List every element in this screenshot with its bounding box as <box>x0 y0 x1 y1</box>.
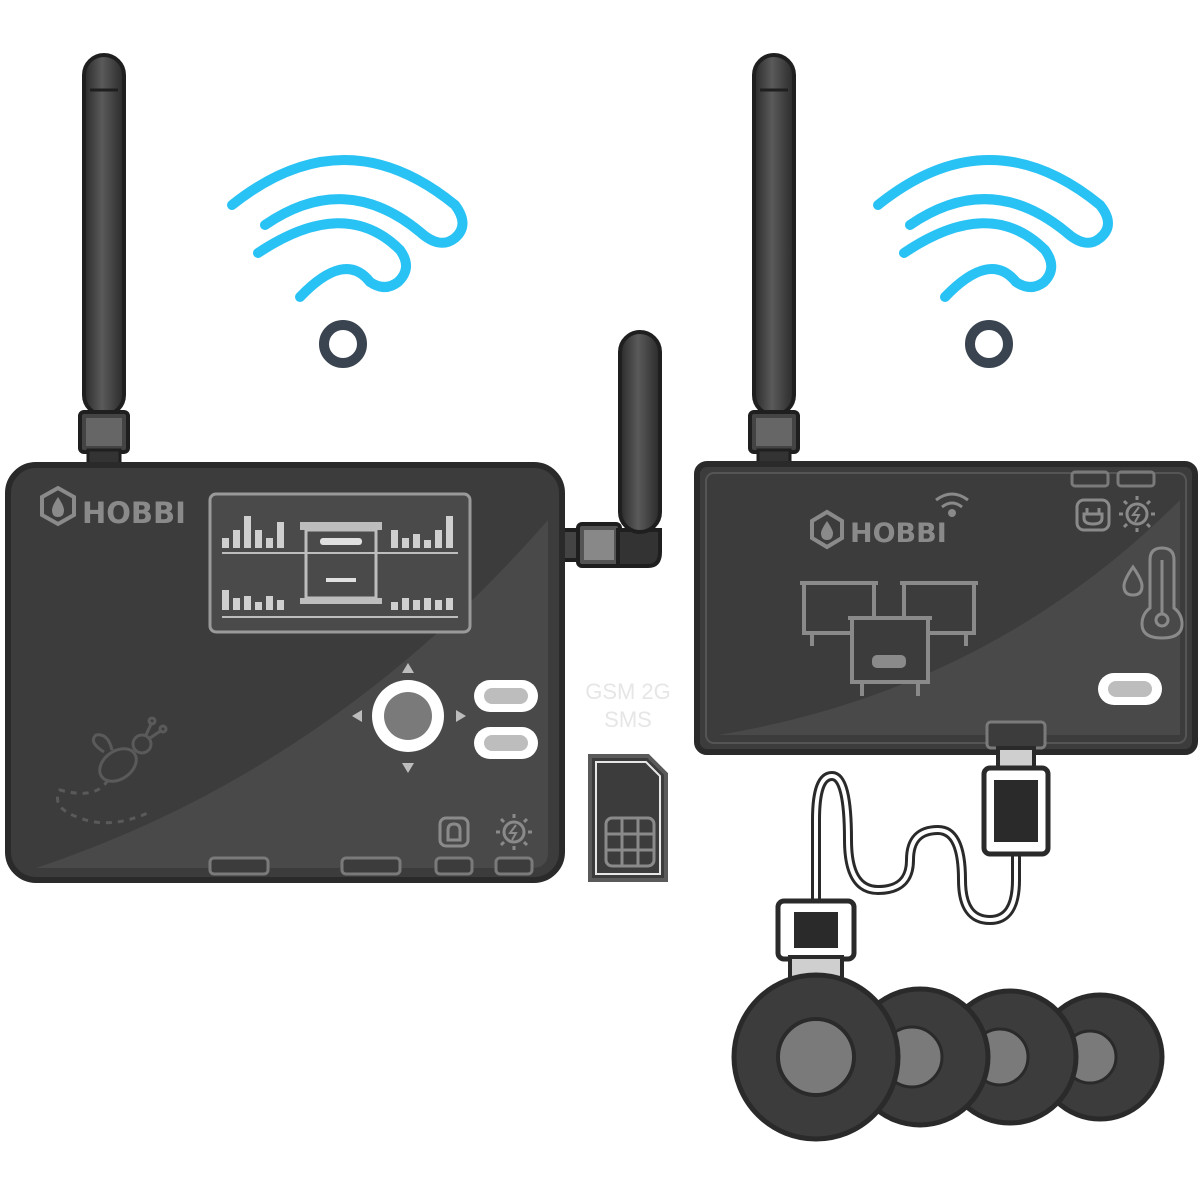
gateway-joystick[interactable] <box>352 663 466 773</box>
humidity-thermometer-icon <box>1122 546 1184 640</box>
bee-icon <box>56 716 168 825</box>
arrow-up-icon[interactable] <box>402 663 414 673</box>
sensor-plug <box>775 898 857 985</box>
gateway-indicators <box>438 814 532 850</box>
node-logo: HOBBI <box>810 492 969 550</box>
node-device <box>694 461 1198 755</box>
wifi-icon-right <box>873 155 1113 368</box>
solar-icon <box>496 814 532 850</box>
node-brand: HOBBI <box>850 518 947 549</box>
wifi-icon-left <box>227 155 468 368</box>
arrow-right-icon[interactable] <box>456 710 466 722</box>
beehives-icon <box>800 581 978 696</box>
node-indicators <box>1075 496 1184 640</box>
usb-connector-icon <box>981 746 1051 857</box>
gateway-buttons <box>474 680 538 759</box>
power-lock-icon <box>438 816 470 848</box>
sms-label: SMS <box>604 707 652 732</box>
gsm-antenna <box>558 330 662 568</box>
drop-hexagon-icon <box>52 497 64 517</box>
gateway-brand: HOBBI <box>82 496 186 530</box>
gateway-logo: HOBBI <box>40 485 186 530</box>
gateway-screen <box>208 492 472 634</box>
sensor-cable <box>811 770 1021 926</box>
solar-icon <box>1119 496 1155 532</box>
weight-pad-icon <box>731 972 901 1142</box>
gsm-label: GSM 2G <box>585 679 671 704</box>
arrow-down-icon[interactable] <box>402 763 414 773</box>
weight-pads <box>731 972 1165 1142</box>
node-antenna <box>748 53 800 468</box>
plug-icon <box>1075 498 1111 532</box>
sim-card-icon <box>588 754 668 882</box>
node-button[interactable] <box>1098 673 1162 705</box>
drop-hexagon-icon <box>821 521 833 540</box>
gateway-antenna <box>78 53 130 468</box>
wifi-badge-icon <box>935 492 969 517</box>
arrow-left-icon[interactable] <box>352 710 362 722</box>
